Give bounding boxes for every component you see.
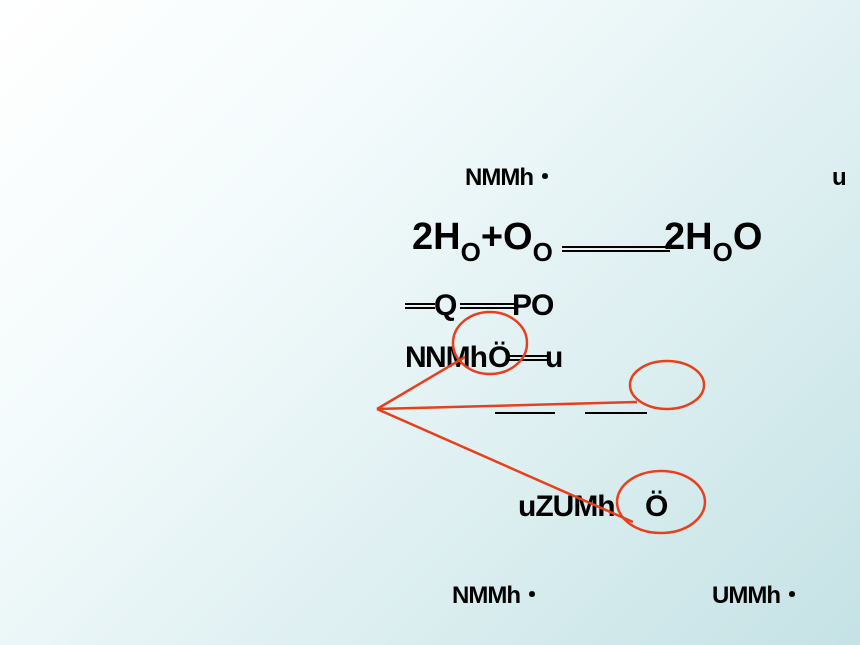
equation-sub-1: O	[460, 237, 481, 267]
line3-q: Q	[434, 289, 457, 322]
equation-h2: 2H	[412, 216, 461, 258]
blank-line-1	[495, 412, 555, 414]
pointer-line-mid	[376, 400, 638, 411]
equation-h2o: 2H	[664, 216, 713, 258]
circle-blank-right	[628, 359, 706, 411]
top-left-label: NMMh・	[465, 164, 557, 191]
equation: 2HO+OO	[412, 216, 553, 265]
circle-o-line5	[615, 469, 707, 535]
equation-arrow	[562, 246, 670, 252]
line4-o: Ö	[488, 341, 511, 374]
line3-bar-1	[405, 303, 435, 309]
pointer-line-up	[376, 355, 466, 411]
top-right-label: u	[832, 164, 847, 191]
equation-sub-3: O	[712, 237, 733, 267]
line5-o: Ö	[645, 490, 668, 523]
line3-po: PO	[512, 289, 554, 322]
line4-bar	[506, 355, 548, 361]
pointer-line-down	[376, 407, 634, 524]
equation-product: 2HOO	[664, 216, 763, 265]
line3-bar-2	[460, 303, 514, 309]
line4-n: N	[405, 341, 427, 374]
bottom-right-label: UMMh・	[712, 582, 804, 609]
line4-u: u	[545, 341, 563, 374]
equation-sub-2: O	[532, 237, 553, 267]
equation-plus-o2: +O	[480, 216, 533, 258]
equation-o: O	[732, 216, 763, 258]
bottom-left-label: NMMh・	[452, 582, 544, 609]
blank-line-2	[585, 412, 647, 414]
circle-o-line4	[451, 310, 529, 376]
